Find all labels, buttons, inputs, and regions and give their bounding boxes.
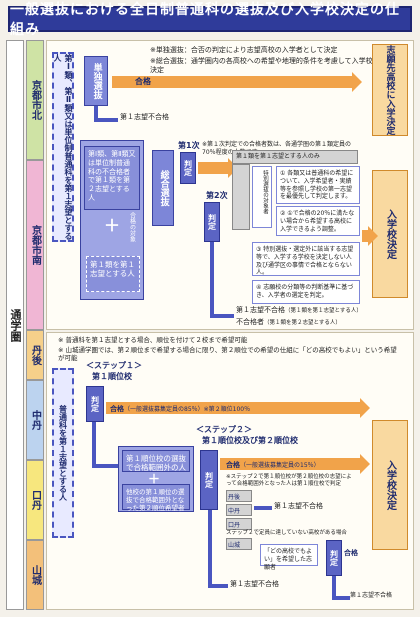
side-label: 通学圏	[6, 40, 24, 610]
applicant-general: 普通科を第１志望とする人	[52, 368, 74, 538]
rule-2: ② ①で合格の20％に満たない場合から希望する高校に入学できるよう調整。	[276, 206, 360, 236]
fail-line-2	[210, 242, 214, 316]
pass-step1: 合格（一般選抜募集定員の85％）※第２順位100％	[110, 405, 251, 413]
fail-line-4	[208, 510, 212, 586]
enroll-single: 志願先高校に入学決定	[372, 44, 408, 136]
judge-step2: 判定	[200, 450, 218, 510]
judge-2nd: 判定	[204, 202, 220, 242]
note-comprehensive: ※総合選抜：通学圏内の各高校への希望や地理的条件を考慮して入学校を決定	[150, 57, 380, 74]
fail-final-1: 第１志望不合格（第１類を第１志望とする人）	[236, 306, 362, 314]
eligible-label: 合格の対象	[128, 212, 136, 242]
special-selection: 特別選抜の対象者	[252, 166, 272, 228]
pass-arrow-step1	[106, 398, 370, 418]
step2-title: 第１順位校及び第２順位校	[202, 436, 298, 445]
region-nakatan: 中丹	[26, 380, 44, 460]
type1-first-choice: 第１類を第１志望とする人	[86, 256, 140, 292]
applicant-type12: 第Ⅰ類、第Ⅱ類又は単位制普通科を第１志望とする人	[52, 52, 74, 242]
fail-step2-final: 第１志望不合格	[230, 580, 279, 588]
fail-line-1b	[94, 118, 118, 122]
yamashiro-note: ステップ２で定員に達していない高校がある場合	[226, 530, 347, 536]
pass-arrow-top	[112, 72, 362, 92]
pass-arrow-step2	[220, 454, 370, 474]
pass-arrow-1st	[198, 158, 238, 178]
pass-arrow-right	[362, 226, 378, 246]
fail-line-4b	[208, 584, 228, 588]
tango-tag: 丹後	[226, 490, 252, 502]
step1-title: 第１順位校	[92, 372, 132, 381]
enroll-general: 入学校決定	[372, 420, 408, 550]
flow-line-step1b	[92, 464, 118, 468]
note-single: ※単独選抜：合否の判定により志望高校の入学者として決定	[150, 46, 338, 54]
single-selection: 単独選抜	[84, 56, 108, 106]
rule-1: ① 各類又は普通科の希望について、入学希望者・実績等を参照し学校の第一志望を最優…	[276, 166, 360, 204]
step2-label: ＜ステップ２＞	[196, 425, 252, 434]
yamashiro-tag: 山城	[226, 538, 252, 550]
rule-3: ③ 特別選抜・選定外に該当する志望等で、入学する学校を決定しない人及び通学区の事…	[252, 242, 360, 276]
fail-line-5b	[332, 596, 350, 600]
fail-line-5	[332, 576, 336, 598]
fail-line-3	[254, 506, 272, 510]
rule-4: ④ 志願校の分類等の判断基準に基づき、入学者の選定を判定。	[252, 280, 360, 304]
note-priority: ※ 普通科を第１志望とする場合、順位を付けて２校まで希望可能	[58, 336, 248, 344]
region-tango: 丹後	[26, 330, 44, 380]
fail-final-2: 不合格者（第１類を第２志望とする人）	[236, 318, 341, 326]
type1-second-choice: 第Ⅰ類、第Ⅱ類又は単位制普通科の不合格者で第１類を第２志望とする人	[84, 146, 140, 210]
note-yamashiro: ※ 山城通学圏では、第２順位まで希望する場合に限り、第２順位での希望の仕組に「ど…	[58, 346, 397, 363]
flow-line-step1	[92, 422, 96, 466]
fail-line-1	[94, 106, 98, 120]
enroll-comprehensive: 入学校決定	[372, 170, 408, 298]
plus-icon-2: ＋	[148, 472, 161, 486]
plus-icon: ＋	[104, 216, 121, 235]
step1-label: ＜ステップ１＞	[86, 361, 142, 370]
region-yamashiro: 山城	[26, 540, 44, 610]
step2-box1: 第１順位校の選抜で合格範囲外の人	[122, 450, 190, 472]
fail-line-2b	[210, 314, 234, 318]
pass-yamashiro: 合格	[344, 549, 358, 557]
region-kyoto-south: 京都市南	[26, 160, 44, 330]
nakatan-tag: 中丹	[226, 504, 252, 516]
any-school-box: 「どの高校でもよい」を希望した志願者	[260, 544, 318, 571]
region-kuchitan: 口丹	[26, 460, 44, 540]
judge-step1: 判定	[86, 386, 104, 422]
judge-1st: 判定	[180, 152, 196, 184]
region-kyoto-north: 京都市北	[26, 40, 44, 160]
fail-step2: 第１志望不合格	[274, 502, 323, 510]
pass-step2: 合格（一般選抜募集定員の15％）	[226, 461, 320, 469]
kuchitan-tag: 口丹	[226, 518, 252, 530]
stage-2nd: 第2次	[206, 191, 228, 200]
pass-label-top: 合格	[135, 77, 151, 86]
group-title: 第１類を第１志望とする人のみ	[232, 150, 358, 164]
fail-yamashiro: 第１志望不合格	[350, 592, 393, 599]
step2-note: ※ステップ２で第１順位校が第２順位校の志望によって合格範囲外となった人は第１順位…	[226, 474, 352, 487]
stage-1st: 第1次	[178, 141, 200, 150]
fail-first-choice: 第１志望不合格	[120, 113, 169, 121]
judge-yamashiro: 判定	[326, 540, 342, 576]
group-left	[232, 164, 250, 230]
section-others	[46, 332, 414, 610]
page-title: 一般選抜における全日制普通科の選抜及び入学校決定の仕組み	[8, 2, 412, 38]
comprehensive-selection: 総合選抜	[152, 150, 174, 226]
step2-box2: 他校の第１順位の選抜で合格範囲外となった第２順位希望者	[122, 484, 190, 512]
